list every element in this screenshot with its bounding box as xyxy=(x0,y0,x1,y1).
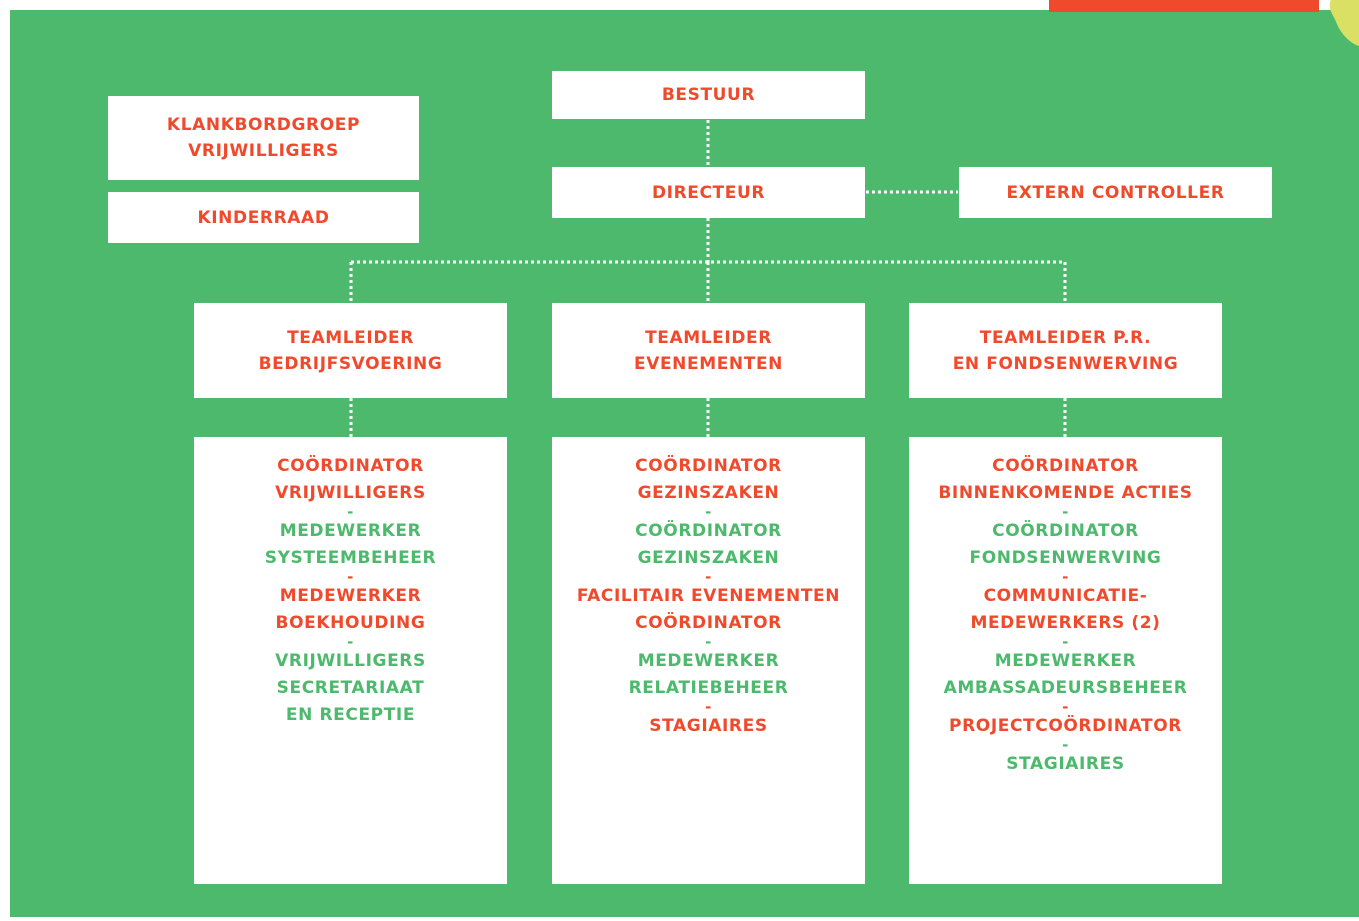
separator-dash: - xyxy=(1062,503,1069,521)
role-entry: MEDEWERKER AMBASSADEURSBEHEER xyxy=(943,651,1188,698)
role-entry: COÖRDINATOR VRIJWILLIGERS xyxy=(275,456,426,503)
role-entry: MEDEWERKER RELATIEBEHEER xyxy=(628,651,789,698)
role-entry: MEDEWERKER BOEKHOUDING xyxy=(275,586,426,633)
box-bestuur: BESTUUR xyxy=(552,71,865,119)
column-pr-staff: COÖRDINATOR BINNENKOMENDE ACTIES-COÖRDIN… xyxy=(909,437,1222,884)
separator-dash: - xyxy=(347,503,354,521)
role-entry: FACILITAIR EVENEMENTEN COÖRDINATOR xyxy=(576,586,841,633)
role-entry: COÖRDINATOR FONDSENWERVING xyxy=(969,521,1162,568)
separator-dash: - xyxy=(705,568,712,586)
role-entry: COÖRDINATOR BINNENKOMENDE ACTIES xyxy=(938,456,1193,503)
role-entry: COMMUNICATIE- MEDEWERKERS (2) xyxy=(970,586,1161,633)
box-extern-controller-label: EXTERN CONTROLLER xyxy=(1006,182,1225,203)
box-teamleider-evenementen: TEAMLEIDER EVENEMENTEN xyxy=(552,303,865,398)
box-kinderraad: KINDERRAAD xyxy=(108,192,419,243)
box-teamleider-bedrijfsvoering: TEAMLEIDER BEDRIJFSVOERING xyxy=(194,303,507,398)
role-entry: STAGIAIRES xyxy=(1006,754,1125,774)
separator-dash: - xyxy=(1062,736,1069,754)
role-entry: COÖRDINATOR GEZINSZAKEN xyxy=(635,521,782,568)
role-entry: MEDEWERKER SYSTEEMBEHEER xyxy=(264,521,437,568)
separator-dash: - xyxy=(705,503,712,521)
separator-dash: - xyxy=(1062,633,1069,651)
separator-dash: - xyxy=(705,633,712,651)
box-extern-controller: EXTERN CONTROLLER xyxy=(959,167,1272,218)
separator-dash: - xyxy=(705,698,712,716)
column-evenementen-staff: COÖRDINATOR GEZINSZAKEN-COÖRDINATOR GEZI… xyxy=(552,437,865,884)
box-teamleider-pr: TEAMLEIDER P.R. EN FONDSENWERVING xyxy=(909,303,1222,398)
yellow-blob-decoration xyxy=(1329,0,1359,46)
column-bedrijfsvoering-staff: COÖRDINATOR VRIJWILLIGERS-MEDEWERKER SYS… xyxy=(194,437,507,884)
separator-dash: - xyxy=(1062,698,1069,716)
role-entry: COÖRDINATOR GEZINSZAKEN xyxy=(635,456,782,503)
red-corner-tab xyxy=(1049,0,1319,12)
box-directeur-label: DIRECTEUR xyxy=(651,182,766,203)
separator-dash: - xyxy=(1062,568,1069,586)
box-klankbordgroep-label: KLANKBORDGROEP VRIJWILLIGERS xyxy=(166,115,361,161)
box-teamleider-bedrijfsvoering-label: TEAMLEIDER BEDRIJFSVOERING xyxy=(258,327,443,374)
box-teamleider-evenementen-label: TEAMLEIDER EVENEMENTEN xyxy=(633,327,784,374)
role-entry: PROJECTCOÖRDINATOR xyxy=(949,716,1182,736)
box-kinderraad-label: KINDERRAAD xyxy=(197,207,330,228)
box-directeur: DIRECTEUR xyxy=(552,167,865,218)
box-klankbordgroep: KLANKBORDGROEP VRIJWILLIGERS xyxy=(108,96,419,180)
box-bestuur-label: BESTUUR xyxy=(661,85,756,105)
role-entry: STAGIAIRES xyxy=(649,716,768,736)
box-teamleider-pr-label: TEAMLEIDER P.R. EN FONDSENWERVING xyxy=(952,327,1179,374)
role-entry: VRIJWILLIGERS SECRETARIAAT EN RECEPTIE xyxy=(275,651,426,725)
separator-dash: - xyxy=(347,633,354,651)
separator-dash: - xyxy=(347,568,354,586)
